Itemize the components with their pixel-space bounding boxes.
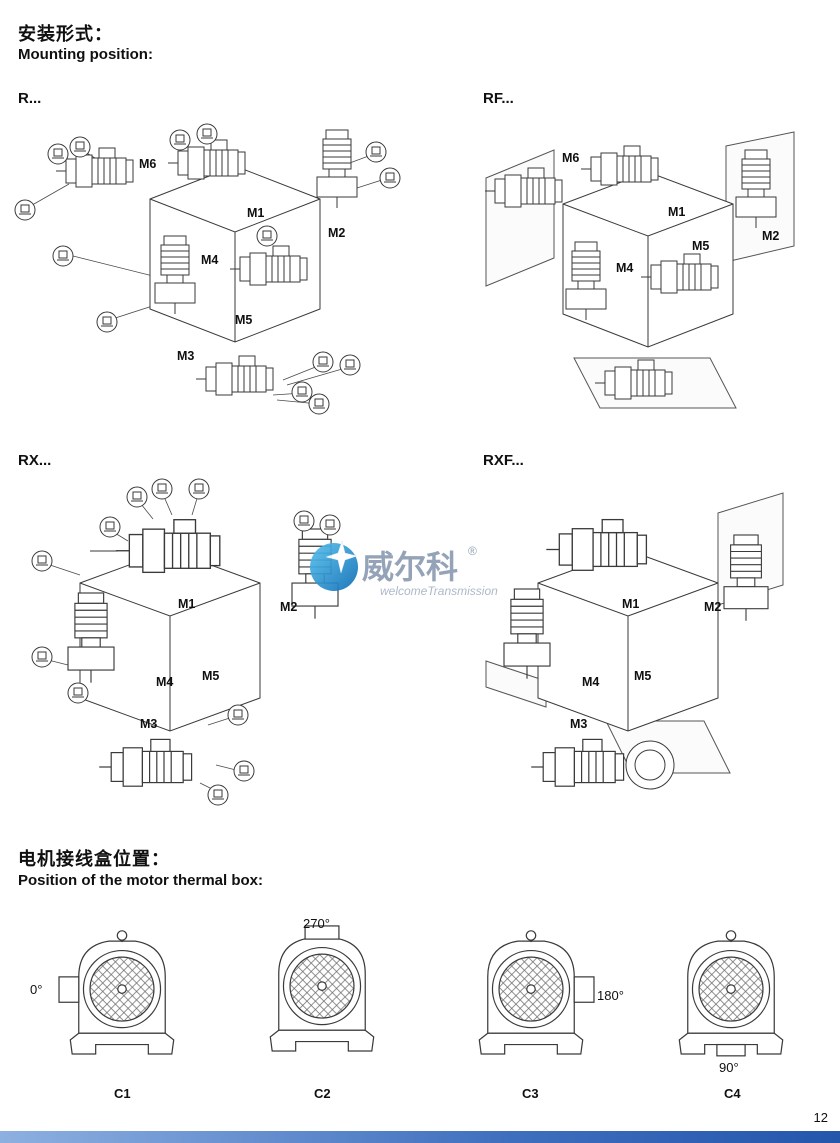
view-label-c4: C4 [724,1086,741,1101]
motor-glyph-m1 [580,145,659,186]
terminal-box-top [304,925,340,940]
view-label-c2: C2 [314,1086,331,1101]
diagram-label-rxf: RXF... [483,452,524,469]
position-label-m1: M1 [247,206,264,220]
position-label-m4: M4 [156,675,173,689]
motor-view-c4 [678,930,784,1057]
position-label-m6: M6 [139,157,156,171]
motor-glyph-m3 [195,355,274,396]
motor-view-c3 [478,930,595,1055]
diagram-label-rx: RX... [18,452,52,469]
thermal-title-cn: 电机接线盒位置： [18,849,170,869]
motor-front-glyph [678,940,784,1055]
position-label-m1: M1 [668,205,685,219]
motor-glyph-m4 [67,592,115,684]
watermark-tagline: welcomeTransmission [380,584,498,598]
view-label-c1: C1 [114,1086,131,1101]
position-label-m5: M5 [692,239,709,253]
motor-front-glyph [69,940,175,1055]
globe-icon [310,543,358,591]
diagram-rxf: M1 M2 M4 M5 M3 [485,492,784,790]
angle-label-c4: 90° [719,1060,739,1075]
position-label-m1: M1 [178,597,195,611]
position-label-m2: M2 [328,226,345,240]
sparkle-dot-icon [351,542,357,548]
eyebolt-icon [525,930,537,943]
position-label-m4: M4 [616,261,633,275]
position-label-m3: M3 [177,349,194,363]
flange-disc [625,740,675,790]
position-label-m4: M4 [201,253,218,267]
angle-label-c3: 180° [597,988,624,1003]
sparkle-icon [325,540,358,574]
page-title-cn: 安装形式： [18,24,113,44]
motor-glyph-m3 [98,738,193,787]
mounting-cube [537,549,719,732]
view-label-c3: C3 [522,1086,539,1101]
page-number: 12 [813,1110,828,1125]
motor-glyph-m2 [735,149,777,229]
mounting-cube [79,549,261,732]
angle-label-c2: 270° [303,916,330,931]
angle-label-c1: 0° [30,982,43,997]
position-label-m5: M5 [634,669,651,683]
motor-glyph-m1 [545,518,648,571]
terminal-box-bottom [716,1043,746,1057]
motor-glyph-m4 [565,241,607,321]
page-title-en: Mounting position: [18,46,153,63]
position-label-m1: M1 [622,597,639,611]
position-label-m3: M3 [570,717,587,731]
motor-view-c2 [269,925,375,1052]
position-label-m2: M2 [280,600,297,614]
motor-glyph-m3 [530,738,625,787]
terminal-box-right [573,976,595,1003]
motor-view-c1 [58,930,175,1055]
motor-glyph-m4 [154,235,196,315]
position-label-m2: M2 [704,600,721,614]
position-label-m6: M6 [562,151,579,165]
terminal-box-left [58,976,80,1003]
eyebolt-icon [725,930,737,943]
diagram-label-r: R... [18,90,42,107]
position-label-m5: M5 [202,669,219,683]
thermal-title-en: Position of the motor thermal box: [18,872,264,889]
footer-bar [0,1131,840,1143]
motor-front-glyph [269,937,375,1052]
watermark-brand-text: 威尔科 [362,549,458,585]
diagram-rf: M6 M1 M2 M4 M5 [484,131,795,409]
position-label-m4: M4 [582,675,599,689]
motor-glyph-m2 [316,129,358,209]
motor-glyph-m2 [723,534,769,622]
position-label-m5: M5 [235,313,252,327]
position-label-m2: M2 [762,229,779,243]
diagram-label-rf: RF... [483,90,514,107]
watermark-registered-mark: ® [468,544,477,558]
brand-watermark: 威尔科 ® welcomeTransmission [310,540,498,598]
eyebolt-icon [116,930,128,943]
motor-front-glyph [478,940,584,1055]
diagram-r: M6 M1 M2 M4 M5 M3 [14,123,401,415]
diagram-rx: M1 M2 M4 M5 M3 [31,478,341,806]
motor-glyph-m1 [115,519,221,574]
position-label-m3: M3 [140,717,157,731]
